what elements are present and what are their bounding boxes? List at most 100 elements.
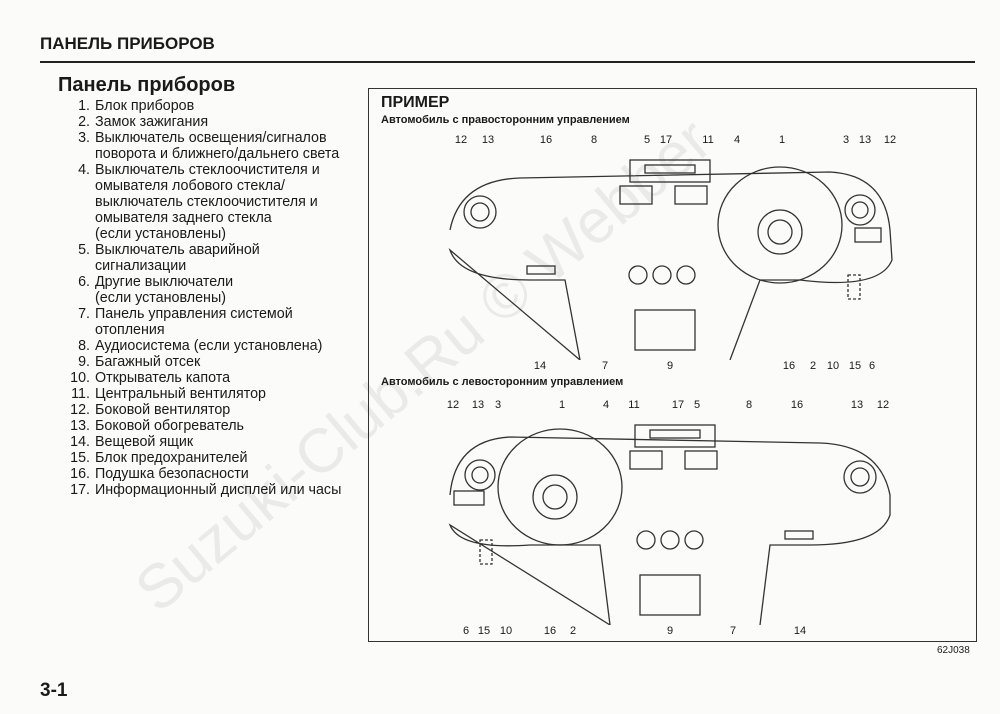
item-number: 3. (78, 130, 90, 146)
callout-number: 13 (481, 134, 495, 146)
item-text: Выключатель аварийной сигнализации (95, 242, 260, 274)
list-item: 6. Другие выключатели (если установлены) (60, 274, 341, 306)
callout-number: 9 (666, 625, 674, 637)
list-item: 12.Боковой вентилятор (60, 402, 341, 418)
lhd-dashboard-drawing (448, 424, 891, 625)
item-text: Замок зажигания (95, 114, 209, 130)
item-text: Выключатель освещения/сигналов поворота … (95, 130, 340, 162)
item-text: Центральный вентилятор (95, 386, 266, 402)
item-number: 1. (78, 98, 90, 114)
item-number: 14. (70, 434, 90, 450)
callout-number: 9 (666, 360, 674, 372)
item-text: Открыватель капота (95, 370, 231, 386)
callout-number: 11 (702, 134, 714, 146)
callout-number: 13 (471, 399, 485, 411)
callout-number: 16 (782, 360, 796, 372)
header-rule (40, 61, 975, 63)
item-number: 8. (78, 338, 90, 354)
item-text: Блок приборов (95, 98, 195, 114)
callout-number: 12 (446, 399, 460, 411)
item-text: Вещевой ящик (95, 434, 194, 450)
list-item: 11. Центральный вентилятор (60, 386, 341, 402)
page-number: 3-1 (40, 680, 68, 701)
list-item: 3. Выключатель освещения/сигналов поворот… (60, 130, 341, 162)
list-item: 14. Вещевой ящик (60, 434, 341, 450)
rhd-dashboard-drawing (448, 159, 893, 360)
item-number: 7. (78, 306, 90, 322)
callout-number: 15 (848, 360, 862, 372)
callout-number: 16 (543, 625, 557, 637)
item-text: Боковой вентилятор (95, 402, 231, 418)
callout-number: 1 (558, 399, 566, 411)
item-text: Блок предохранителей (95, 450, 248, 466)
item-text: Информационный дисплей или часы (95, 482, 342, 498)
callout-number: 3 (842, 134, 850, 146)
item-number: 5. (78, 242, 90, 258)
callout-number: 12 (876, 399, 890, 411)
item-text: Боковой обогреватель (95, 418, 244, 434)
list-item: 17. Информационный дисплей или часы (60, 482, 341, 498)
item-number: 2. (78, 114, 90, 130)
callout-number: 5 (643, 134, 651, 146)
item-number: 4. (78, 162, 90, 178)
list-item: 9. Багажный отсек (60, 354, 341, 370)
item-number: 16. (70, 466, 90, 482)
callout-number: 3 (494, 399, 502, 411)
callout-number: 8 (590, 134, 598, 146)
callout-number: 6 (462, 625, 470, 637)
list-item: 10. Открыватель капота (60, 370, 341, 386)
callout-number: 12 (883, 134, 897, 146)
callout-number: 5 (693, 399, 701, 411)
callout-number: 16 (539, 134, 553, 146)
item-number: 6. (78, 274, 90, 290)
callout-number: 2 (569, 625, 577, 637)
list-item: 15. Блок предохранителей (60, 450, 341, 466)
callout-number: 14 (793, 625, 807, 637)
item-number: 13. (70, 418, 90, 434)
callout-number: 17 (659, 134, 673, 146)
callout-number: 15 (477, 625, 491, 637)
rhd-caption: Автомобиль с правосторонним управлением (381, 114, 630, 126)
page-header: ПАНЕЛЬ ПРИБОРОВ (40, 34, 215, 53)
callout-number: 6 (868, 360, 876, 372)
callout-number: 8 (745, 399, 753, 411)
list-item: 13. Боковой обогреватель (60, 418, 341, 434)
callout-number: 10 (499, 625, 513, 637)
list-item: 16. Подушка безопасности (60, 466, 341, 482)
lhd-caption: Автомобиль с левосторонним управлением (381, 376, 624, 388)
callout-number: 11 (628, 399, 640, 411)
item-number: 11. (71, 386, 90, 402)
callout-number: 13 (850, 399, 864, 411)
item-text: Подушка безопасности (95, 466, 249, 482)
item-text: Багажный отсек (95, 354, 201, 370)
callout-number: 2 (809, 360, 817, 372)
figure-frame (368, 88, 977, 642)
item-number: 17. (70, 482, 90, 498)
item-text: Выключатель стеклоочистителя и омывателя… (95, 162, 320, 242)
callout-number: 16 (790, 399, 804, 411)
list-item: 1. Блок приборов (60, 98, 341, 114)
callout-number: 12 (454, 134, 468, 146)
figure-code: 62J038 (937, 645, 970, 656)
item-number: 9. (78, 354, 90, 370)
item-number: 15. (70, 450, 90, 466)
list-item: 5. Выключатель аварийной сигнализации (60, 242, 341, 274)
callout-number: 7 (601, 360, 609, 372)
item-number: 10. (70, 370, 90, 386)
callout-number: 10 (826, 360, 840, 372)
item-text: Панель управления системой отопления (95, 306, 293, 338)
section-title: Панель приборов (58, 74, 236, 96)
list-item: 8. Аудиосистема (если установлена) (60, 338, 341, 354)
item-text: Другие выключатели (если установлены) (95, 274, 234, 306)
callout-number: 13 (858, 134, 872, 146)
list-item: 2. Замок зажигания (60, 114, 341, 130)
figure-example-label: ПРИМЕР (381, 94, 450, 111)
item-text: Аудиосистема (если установлена) (95, 338, 323, 354)
list-item: 4. Выключатель стеклоочистителя и омывате… (60, 162, 341, 242)
callout-number: 7 (729, 625, 737, 637)
callout-number: 17 (671, 399, 685, 411)
callout-number: 1 (778, 134, 786, 146)
list-item: 7. Панель управления системой отопления (60, 306, 341, 338)
callout-number: 4 (602, 399, 610, 411)
